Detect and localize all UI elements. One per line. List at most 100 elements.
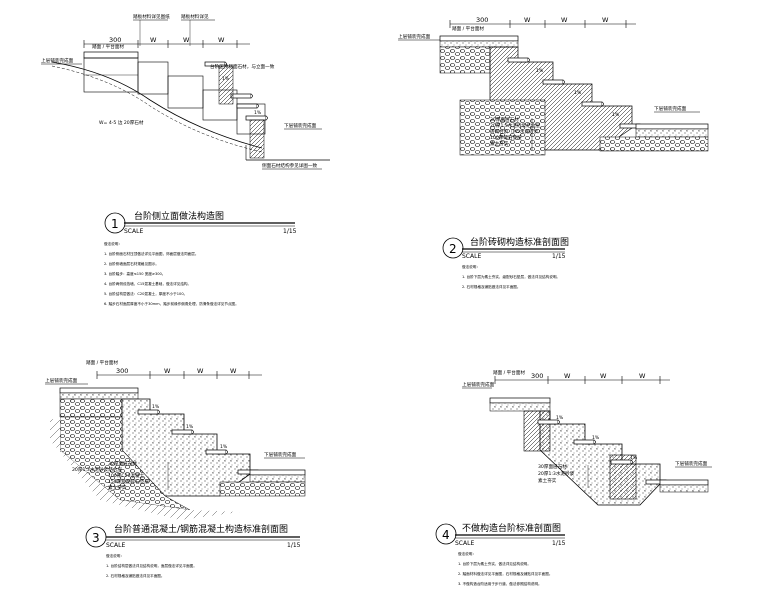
- detail-1-note-4: 4. 台阶两侧设挡墙，C15混凝土基础，做法详见结构。: [104, 281, 191, 286]
- detail-3-title: 台阶普通混凝土/钢筋混凝土构造标准剖面图: [114, 523, 288, 535]
- detail-2-note-1: 1. 台阶下层为素土夯实，级配砂石垫层，做法详见结构说明。: [462, 274, 560, 279]
- detail-1-landing-label: 踏面 / 平台面材: [92, 43, 124, 50]
- detail-3-slope-3: 1%: [220, 444, 228, 450]
- detail-2-slope-1: 1%: [536, 68, 544, 74]
- svg-text:20厚1:3水泥砂浆结合层: 20厚1:3水泥砂浆结合层: [72, 466, 122, 473]
- detail-1-stone-cap-label: 踏板材料详见图纸: [133, 13, 170, 20]
- svg-text:30厚面层石材: 30厚面层石材: [108, 460, 137, 467]
- detail-1-slope: 1%: [222, 76, 230, 82]
- svg-text:100厚C20混凝土: 100厚C20混凝土: [108, 472, 145, 479]
- detail-2-lower-finish-label: 下层铺装完成面: [654, 105, 687, 112]
- detail-4-dim-w-3: W: [639, 372, 646, 380]
- detail-2-dim-w-3: W: [602, 16, 609, 24]
- detail-1-dim-w-2: W: [183, 36, 190, 44]
- detail-4-lower-finish-label: 下层铺装完成面: [675, 460, 708, 467]
- detail-3-upper-finish-label: 上层铺装完成面: [45, 377, 78, 384]
- detail-2-dim-w-2: W: [561, 16, 568, 24]
- detail-3-dim-w-1: W: [164, 367, 171, 375]
- svg-text:20厚1:3水泥砂浆: 20厚1:3水泥砂浆: [538, 470, 575, 477]
- detail-4-notes-heading: 做法说明：: [458, 551, 476, 556]
- svg-text:素土夯实: 素土夯实: [538, 477, 557, 484]
- detail-3-section: 300 W W W 踏面 / 平台面材 上层铺装完成面 1% 1% 1% 下层铺…: [45, 359, 306, 578]
- detail-4-upper-finish-label: 上层铺装完成面: [462, 381, 495, 388]
- detail-2-section: 300 W W W 踏面 / 平台面材 上层铺装完成面 1% 1% 1% 下层铺…: [398, 16, 709, 289]
- svg-text:素土夯实: 素土夯实: [490, 140, 509, 147]
- detail-4-number: 4: [442, 528, 450, 542]
- svg-text:20厚1:3水泥砂浆结合层: 20厚1:3水泥砂浆结合层: [490, 122, 540, 129]
- detail-3-slope-2: 1%: [186, 424, 194, 430]
- detail-1-callout-c: 侧面石材结构参见详图一致: [262, 162, 318, 169]
- detail-2-number-circle: [442, 237, 464, 259]
- detail-3-notes-heading: 做法说明：: [106, 553, 124, 558]
- detail-1-upper-finish-label: 上层铺装完成面: [41, 57, 74, 64]
- detail-1-dim-300: 300: [109, 36, 121, 44]
- detail-4-note-3: 3. 不做构造台阶适用于步行道，做法参照结构说明。: [458, 581, 542, 586]
- detail-4-title: 不做构造台阶标准剖面图: [462, 522, 561, 534]
- svg-text:150厚级配碎石垫层: 150厚级配碎石垫层: [108, 478, 149, 485]
- detail-1-note-6: 6. 踏步石材面层厚度不小于30mm，踏步前缘作倒角处理，防滑条做法详见节点图。: [104, 301, 239, 306]
- detail-1-note-1: 1. 台阶侧面石材压顶做法详见平面图，饰面层做法同面层。: [104, 251, 198, 256]
- detail-2-dim-300: 300: [476, 16, 488, 24]
- detail-1-callout-b: W= 4-5 边 20厚石材: [99, 119, 144, 126]
- detail-3-lower-finish-label: 下层铺装完成面: [264, 451, 297, 458]
- detail-4-slope-3: 1%: [630, 455, 638, 461]
- detail-2-title: 台阶砖砌构造标准剖面图: [470, 236, 569, 248]
- detail-3-dim-w-3: W: [230, 367, 237, 375]
- detail-2-number: 2: [449, 242, 457, 256]
- detail-4-slope-2: 1%: [592, 435, 600, 441]
- detail-2-dim-w-1: W: [524, 16, 531, 24]
- svg-text:30厚面层石材: 30厚面层石材: [490, 116, 519, 123]
- detail-1-note-3: 3. 台阶踏步：高度≤150 宽度≥300。: [104, 271, 165, 276]
- detail-1-dim-w-1: W: [150, 36, 157, 44]
- detail-2-scale-label: SCALE: [462, 253, 481, 260]
- detail-2-upper-finish-label: 上层铺装完成面: [398, 33, 431, 40]
- detail-2-scale: 1/15: [552, 253, 566, 260]
- detail-3-scale-label: SCALE: [106, 542, 125, 549]
- detail-1-notes-heading: 做法说明：: [104, 241, 122, 246]
- detail-3-slope-1: 1%: [152, 404, 160, 410]
- detail-1-title: 台阶侧立面做法构造图: [134, 210, 224, 222]
- detail-4-number-circle: [435, 523, 457, 545]
- detail-1-scale: 1/15: [283, 228, 297, 235]
- detail-4-slope-1: 1%: [556, 415, 564, 421]
- detail-4-dim-300: 300: [531, 372, 543, 380]
- detail-4-scale-label: SCALE: [455, 540, 474, 547]
- detail-1-note-5: 5. 台阶结构层做法：C20混凝土，厚度不小于100。: [104, 291, 187, 296]
- detail-4-landing-label: 踏面 / 平台面材: [493, 369, 525, 376]
- detail-1-slope-2: 1%: [254, 110, 262, 116]
- detail-1-riser-label: 踏板材料详见: [181, 13, 209, 20]
- detail-1-dimension-line: [83, 40, 250, 48]
- detail-3-layer-callouts: 30厚面层石材 20厚1:3水泥砂浆结合层 100厚C20混凝土 150厚级配碎…: [72, 460, 169, 491]
- detail-4-dim-w-2: W: [600, 372, 607, 380]
- detail-4-layer-callouts: 30厚面层石材 20厚1:3水泥砂浆 素土夯实: [538, 463, 589, 488]
- detail-4-note-2: 2. 踏面材料做法详见平面图，石材规格及铺贴详见平面图。: [458, 571, 552, 576]
- detail-1-scale-label: SCALE: [124, 228, 143, 235]
- detail-3-dim-w-2: W: [197, 367, 204, 375]
- detail-3-scale: 1/15: [287, 542, 301, 549]
- detail-1-elevation: 300 W W W 踏板材料详见图纸 踏板材料详见 踏面 / 平台面材 上层铺装…: [41, 13, 330, 306]
- detail-4-note-1: 1. 台阶下层为素土夯实，做法详见结构说明。: [458, 561, 531, 566]
- svg-text:100厚碎石垫层: 100厚碎石垫层: [490, 134, 522, 141]
- detail-2-slope-3: 1%: [612, 112, 620, 118]
- detail-1-callout-a: 台阶压顶侧面石材，与立面一致: [210, 63, 275, 70]
- detail-4-section: 300 W W W 踏面 / 平台面材 上层铺装完成面 1% 1% 1% 下层铺…: [435, 369, 712, 586]
- detail-1-note-2: 2. 台阶侧墙面层石材规格见图示。: [104, 261, 159, 266]
- detail-2-note-2: 2. 石材规格及铺贴做法详见平面图。: [462, 284, 520, 289]
- detail-3-note-2: 2. 石材规格及铺贴做法详见平面图。: [106, 573, 164, 578]
- detail-4-dim-w-1: W: [564, 372, 571, 380]
- detail-1-dim-w-3: W: [218, 36, 225, 44]
- detail-4-scale: 1/15: [552, 540, 566, 547]
- detail-2-layer-callouts: 30厚面层石材 20厚1:3水泥砂浆结合层 砖砌台阶（M5水泥砂浆） 100厚碎…: [490, 116, 543, 150]
- svg-text:素土夯实: 素土夯实: [108, 484, 127, 491]
- svg-text:30厚面层石材: 30厚面层石材: [538, 463, 567, 470]
- detail-1-lower-finish-label: 下层铺装完成面: [284, 122, 317, 129]
- detail-2-slope-2: 1%: [574, 90, 582, 96]
- detail-3-number: 3: [92, 531, 100, 545]
- detail-3-dim-300: 300: [116, 367, 128, 375]
- detail-1-number: 1: [111, 217, 119, 231]
- svg-text:砖砌台阶（M5水泥砂浆）: 砖砌台阶（M5水泥砂浆）: [490, 128, 543, 135]
- detail-3-landing-label: 踏面 / 平台面材: [86, 359, 118, 366]
- detail-2-notes-heading: 做法说明：: [462, 264, 480, 269]
- detail-2-landing-label: 踏面 / 平台面材: [452, 25, 484, 32]
- detail-3-note-1: 1. 台阶结构层做法详见结构说明，面层做法详见平面图。: [106, 563, 197, 568]
